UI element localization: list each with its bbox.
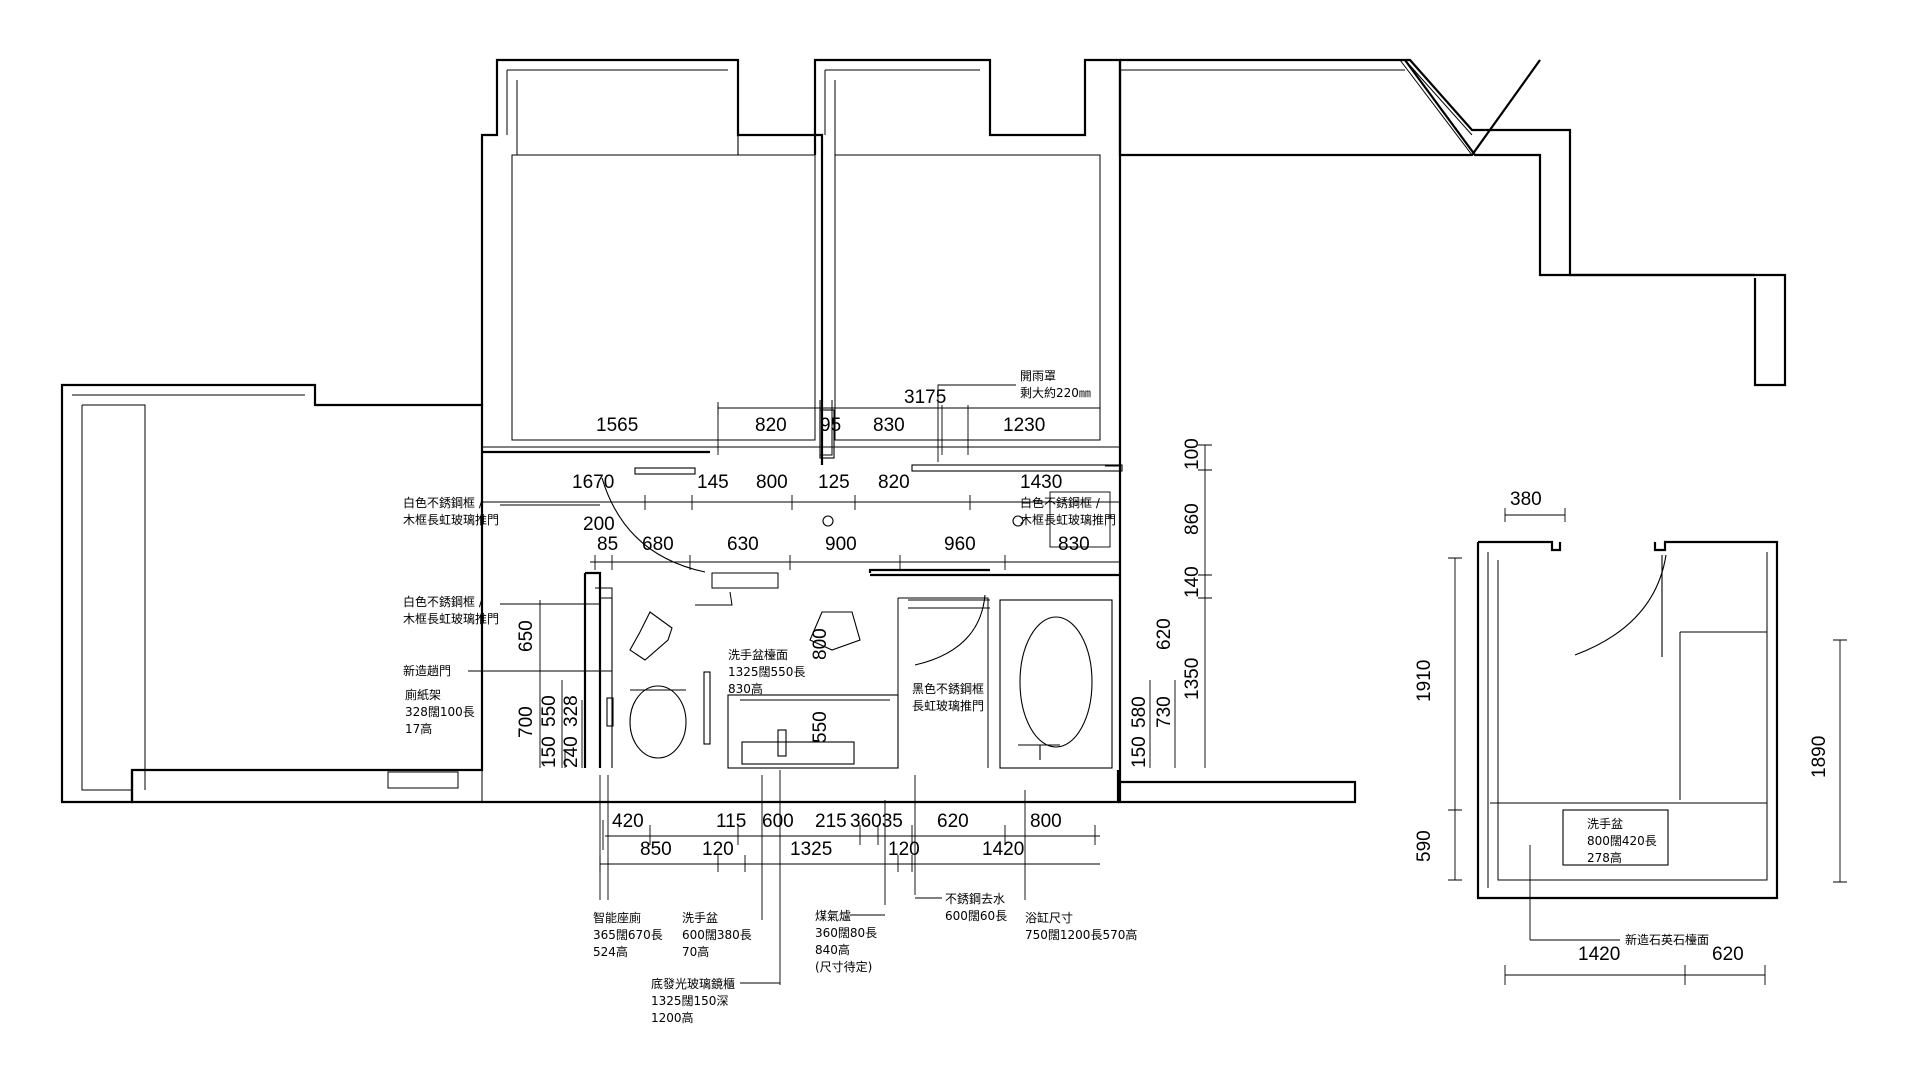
dim-1350: 1350 xyxy=(1182,658,1203,700)
dim-650: 650 xyxy=(516,620,537,652)
dim-1230: 1230 xyxy=(1003,415,1045,436)
dim-550: 550 xyxy=(810,711,831,743)
dim-800: 800 xyxy=(810,628,831,660)
note-quartz-counter: 新造石英石檯面 xyxy=(1625,932,1709,947)
note-door-white-right: 白色不銹鋼框 /木框長虹玻璃推門 xyxy=(1020,495,1116,527)
note-black-door: 黑色不銹鋼框長虹玻璃推門 xyxy=(912,682,984,713)
door-swing-bedroom1 xyxy=(601,477,706,573)
note-new-door: 新造趟門 xyxy=(403,663,451,678)
dim-3175: 3175 xyxy=(904,387,946,408)
bathtub xyxy=(999,599,1113,769)
dim-200: 200 xyxy=(583,514,615,535)
dim-550: 550 xyxy=(539,695,560,727)
dim-36035: 36035 xyxy=(850,811,903,832)
dim-1670: 1670 xyxy=(572,472,614,493)
door-swing-bathroom xyxy=(914,594,986,666)
dim-1565: 1565 xyxy=(596,415,638,436)
note-door-white-bath: 白色不銹鋼框 /木框長虹玻璃推門 xyxy=(403,594,499,626)
dim-120: 120 xyxy=(888,839,920,860)
dim-800: 800 xyxy=(756,472,788,493)
dim-1325: 1325 xyxy=(790,839,832,860)
dim-620: 620 xyxy=(937,811,969,832)
dim-800: 800 xyxy=(1030,811,1062,832)
walls xyxy=(60,58,1787,900)
dim-680: 680 xyxy=(642,534,674,555)
dim-900: 900 xyxy=(825,534,857,555)
smart-toilet xyxy=(629,685,687,759)
dim-240: 240 xyxy=(561,736,582,768)
fixture-circle xyxy=(822,515,834,527)
door-swing-right xyxy=(1574,554,1667,656)
dim-620: 620 xyxy=(1154,618,1175,650)
dim-1430: 1430 xyxy=(1020,472,1062,493)
dim-125: 125 xyxy=(818,472,850,493)
dim-115: 115 xyxy=(716,811,746,832)
dim-730: 730 xyxy=(1154,696,1175,728)
dim-328: 328 xyxy=(561,695,582,727)
dim-95: 95 xyxy=(820,415,841,436)
dim-580: 580 xyxy=(1129,696,1150,728)
dim-960: 960 xyxy=(944,534,976,555)
dim-830: 830 xyxy=(1058,534,1090,555)
dim-850: 850 xyxy=(640,839,672,860)
dim-120: 120 xyxy=(702,839,734,860)
dim-820: 820 xyxy=(755,415,787,436)
dim-150: 150 xyxy=(1129,736,1150,768)
dim-215: 215 xyxy=(815,811,847,832)
dim-1420: 1420 xyxy=(1578,944,1620,965)
note-rain-cover: 開雨罩剩大約220㎜ xyxy=(1020,369,1091,400)
dimension-labels: 1565 820 95 830 1230 3175 1670 145 800 1… xyxy=(516,387,1830,965)
dim-620: 620 xyxy=(1712,944,1744,965)
dim-1910: 1910 xyxy=(1414,660,1435,702)
dim-145: 145 xyxy=(697,472,729,493)
dim-380: 380 xyxy=(1510,489,1542,510)
dim-820: 820 xyxy=(878,472,910,493)
dim-1420: 1420 xyxy=(982,839,1024,860)
basin-counter xyxy=(727,694,899,769)
dim-600: 600 xyxy=(762,811,794,832)
dim-860: 860 xyxy=(1182,503,1203,535)
annotations: 開雨罩剩大約220㎜ 白色不銹鋼框 /木框長虹玻璃推門 白色不銹鋼框 /木框長虹… xyxy=(403,369,1709,1025)
dim-150: 150 xyxy=(539,736,560,768)
note-door-white-left: 白色不銹鋼框 /木框長虹玻璃推門 xyxy=(403,495,499,527)
dim-100: 100 xyxy=(1182,438,1203,470)
dim-630: 630 xyxy=(727,534,759,555)
fixture-circle xyxy=(1012,515,1024,527)
right-basin xyxy=(1562,809,1669,866)
dim-590: 590 xyxy=(1414,830,1435,862)
dimension-lines xyxy=(482,402,1847,985)
dim-700: 700 xyxy=(516,706,537,738)
dim-1890: 1890 xyxy=(1809,736,1830,778)
dim-830: 830 xyxy=(873,415,905,436)
dim-420: 420 xyxy=(612,811,644,832)
dim-85: 85 xyxy=(597,534,618,555)
dim-140: 140 xyxy=(1182,566,1203,598)
